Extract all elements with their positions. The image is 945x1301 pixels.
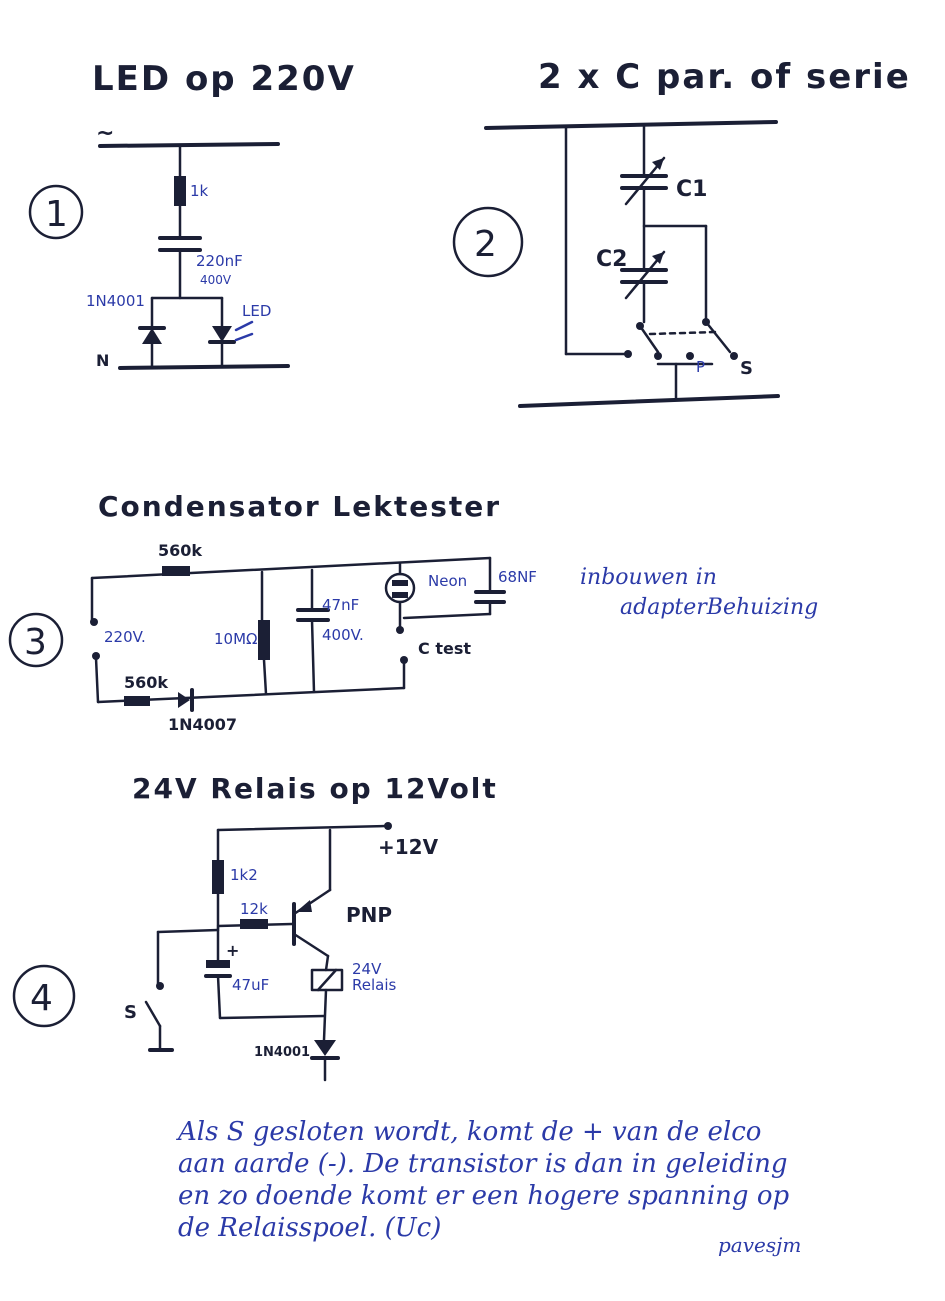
supply-12v-label: +12V — [378, 835, 439, 859]
switch-s-blade — [144, 1000, 162, 1028]
resistor-560k-bottom — [124, 696, 150, 706]
circuit-3-title: Condensator Lektester — [98, 490, 501, 523]
switch-s-blade — [704, 320, 732, 354]
bottom-rail — [518, 394, 780, 408]
circuit-3-number: 3 — [24, 622, 47, 663]
circuit-1-number-badge: 1 — [28, 184, 84, 240]
resistor-1k2-label: 1k2 — [230, 866, 258, 884]
explanation-line-2: aan aarde (-). De transistor is dan in g… — [178, 1149, 788, 1179]
explanation-line-3: en zo doende komt er een hogere spanning… — [178, 1181, 789, 1211]
circuit-4-24v-relay-on-12v: 24V Relais op 12Volt 4 +12V 1k2 12k PNP … — [12, 772, 498, 1082]
circuit-2-number-badge: 2 — [452, 206, 524, 278]
relay-label: Relais — [352, 976, 397, 994]
diode-1n4007-symbol — [178, 692, 190, 708]
ac-symbol: ~ — [96, 121, 114, 146]
resistor-12k-label: 12k — [240, 900, 268, 918]
neon-label: Neon — [428, 572, 467, 590]
resistor-1k — [174, 176, 186, 206]
circuit-1-title: LED op 220V — [92, 59, 356, 99]
circuit-4-title: 24V Relais op 12Volt — [132, 772, 498, 805]
resistor-10m — [258, 620, 270, 660]
circuit-4-number-badge: 4 — [12, 964, 76, 1028]
c2-label: C2 — [596, 247, 627, 272]
neutral-label: N — [96, 351, 109, 370]
note-build-in: inbouwen in — [580, 565, 717, 590]
diode-1n4001-symbol — [142, 328, 162, 344]
neutral-rail — [118, 364, 290, 370]
circuit-4-number: 4 — [30, 978, 53, 1019]
capacitor-220nf-label: 220nF — [196, 252, 243, 270]
capacitor-47nf-label: 47nF — [322, 596, 359, 614]
capacitor-400v-label: 400V. — [322, 626, 364, 644]
switch-s-label: S — [124, 1002, 137, 1023]
elco-plus-label: + — [226, 941, 239, 960]
signature: pavesjm — [718, 1233, 801, 1257]
relay-voltage-label: 24V — [352, 960, 382, 978]
resistor-12k — [240, 919, 268, 929]
explanation-note: Als S gesloten wordt, komt de + van de e… — [176, 1117, 801, 1257]
led-label: LED — [242, 302, 271, 320]
circuit-1-led-on-220v: LED op 220V 1 ~ N 1k 220nF 400V 1N4001 — [28, 59, 356, 370]
p-label: P — [696, 358, 705, 376]
diode-1n4001-symbol — [314, 1040, 336, 1056]
explanation-line-1: Als S gesloten wordt, komt de + van de e… — [176, 1117, 761, 1147]
led-symbol — [212, 326, 232, 342]
diode-1n4001-label: 1N4001 — [86, 292, 145, 310]
s-label: S — [740, 358, 753, 379]
resistor-560k-top — [162, 566, 190, 576]
resistor-560k-top-label: 560k — [158, 541, 202, 560]
c-test-label: C test — [418, 639, 471, 658]
resistor-1k2 — [212, 860, 224, 894]
diode-label: 1N4001 — [254, 1045, 310, 1060]
live-rail — [98, 142, 280, 148]
capacitor-400v-label: 400V — [200, 273, 232, 287]
elco-label: 47uF — [232, 976, 269, 994]
circuit-1-number: 1 — [45, 194, 68, 235]
circuit-2-capacitors-parallel-serial: 2 x C par. of serie 2 C1 C2 — [452, 57, 911, 408]
c1-label: C1 — [676, 177, 707, 202]
resistor-1k-label: 1k — [190, 182, 209, 200]
resistor-560k-bottom-label: 560k — [124, 673, 168, 692]
circuit-2-title: 2 x C par. of serie — [538, 57, 911, 97]
elco-47uf — [206, 960, 230, 968]
switch-p-blade — [638, 324, 660, 354]
supply-220v-label: 220V. — [104, 628, 146, 646]
circuit-3-number-badge: 3 — [8, 612, 64, 668]
circuit-2-number: 2 — [474, 224, 497, 265]
pnp-label: PNP — [346, 903, 392, 927]
capacitor-68nf-label: 68NF — [498, 568, 537, 586]
note-adapter-housing: adapterBehuizing — [620, 595, 818, 620]
top-rail — [484, 120, 778, 130]
diode-1n4007-label: 1N4007 — [168, 715, 237, 734]
explanation-line-4: de Relaisspoel. (Uc) — [178, 1213, 441, 1243]
circuit-3-capacitor-leak-tester: Condensator Lektester 3 220V. 560k 560k … — [8, 490, 818, 734]
resistor-10m-label: 10MΩ — [214, 630, 258, 648]
